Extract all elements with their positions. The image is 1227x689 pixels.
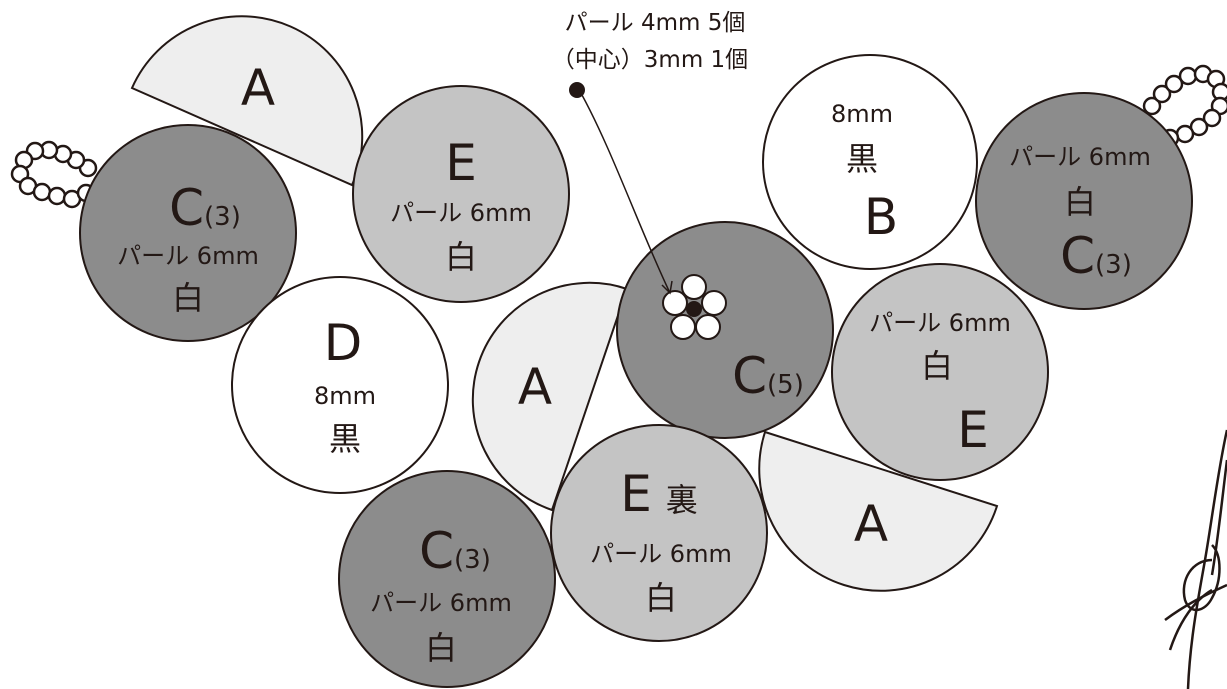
piece-c-center-letter: C <box>732 347 767 405</box>
piece-a-top <box>130 15 364 187</box>
piece-e-bottom-letter: E <box>620 465 652 523</box>
piece-e-right-size: パール 6mm <box>869 309 1011 337</box>
piece-c-bottom-label: C(3) <box>419 522 491 580</box>
piece-e-bottom <box>550 424 768 642</box>
piece-e-bottom-suffix: 裏 <box>666 481 698 519</box>
piece-c-right-letter: C <box>1060 227 1095 285</box>
piece-c-right-size: パール 6mm <box>1009 143 1151 171</box>
piece-c-bottom-count: (3) <box>454 545 491 575</box>
piece-b-top-letter: B <box>864 188 898 246</box>
piece-d-mid-color: 黒 <box>329 420 361 458</box>
piece-c-center-label: C(5) <box>732 347 804 405</box>
piece-e-right-color: 白 <box>921 347 953 385</box>
piece-c-right <box>975 92 1193 310</box>
thread-knot-icon <box>1164 429 1227 689</box>
note-pointer-arrowhead <box>661 280 673 295</box>
piece-c-left-size: パール 6mm <box>117 242 259 270</box>
pearl-flower-icon <box>662 274 727 340</box>
piece-e-top-color: 白 <box>445 238 477 276</box>
note-line-1: パール 4mm 5個 <box>565 10 746 36</box>
piece-e-bottom-size: パール 6mm <box>590 540 732 568</box>
piece-a-mid-letter: A <box>518 358 552 416</box>
note-line-2: （中心）3mm 1個 <box>552 47 748 73</box>
piece-b-top-color: 黒 <box>846 140 878 178</box>
note-pointer-arrow <box>581 94 671 294</box>
piece-e-top <box>352 85 570 303</box>
pearl-loop-left-icon <box>10 140 98 209</box>
piece-e-bottom-color: 白 <box>645 579 677 617</box>
piece-c-left <box>79 124 297 342</box>
piece-b-top-size: 8mm <box>831 100 893 128</box>
piece-a-mid <box>471 281 629 512</box>
piece-c-left-count: (3) <box>204 202 241 232</box>
piece-e-top-letter: E <box>445 134 477 192</box>
piece-c-bottom-size: パール 6mm <box>370 589 512 617</box>
note-pointer-dot <box>569 82 585 98</box>
piece-e-right-letter: E <box>957 401 989 459</box>
piece-c-left-label: C(3) <box>169 179 241 237</box>
piece-c-left-color: 白 <box>172 279 204 317</box>
piece-d-mid-size: 8mm <box>314 382 376 410</box>
piece-b-top <box>762 54 978 270</box>
piece-c-right-color: 白 <box>1064 183 1096 221</box>
piece-e-right <box>831 263 1049 481</box>
piece-d-mid <box>231 276 449 494</box>
piece-a-bottom <box>758 430 999 592</box>
piece-c-bottom-letter: C <box>419 522 454 580</box>
piece-a-top-letter: A <box>241 59 275 117</box>
piece-c-bottom-color: 白 <box>425 629 457 667</box>
piece-a-bottom-letter: A <box>854 495 888 553</box>
piece-c-center-count: (5) <box>767 370 804 400</box>
piece-c-right-label: C(3) <box>1060 227 1132 285</box>
piece-c-right-count: (3) <box>1095 250 1132 280</box>
piece-e-top-size: パール 6mm <box>390 199 532 227</box>
piece-d-mid-letter: D <box>324 314 363 372</box>
pearl-loop-right-icon <box>1142 64 1227 148</box>
piece-c-bottom <box>338 470 556 688</box>
piece-c-left-letter: C <box>169 179 204 237</box>
piece-c-center <box>616 221 834 439</box>
